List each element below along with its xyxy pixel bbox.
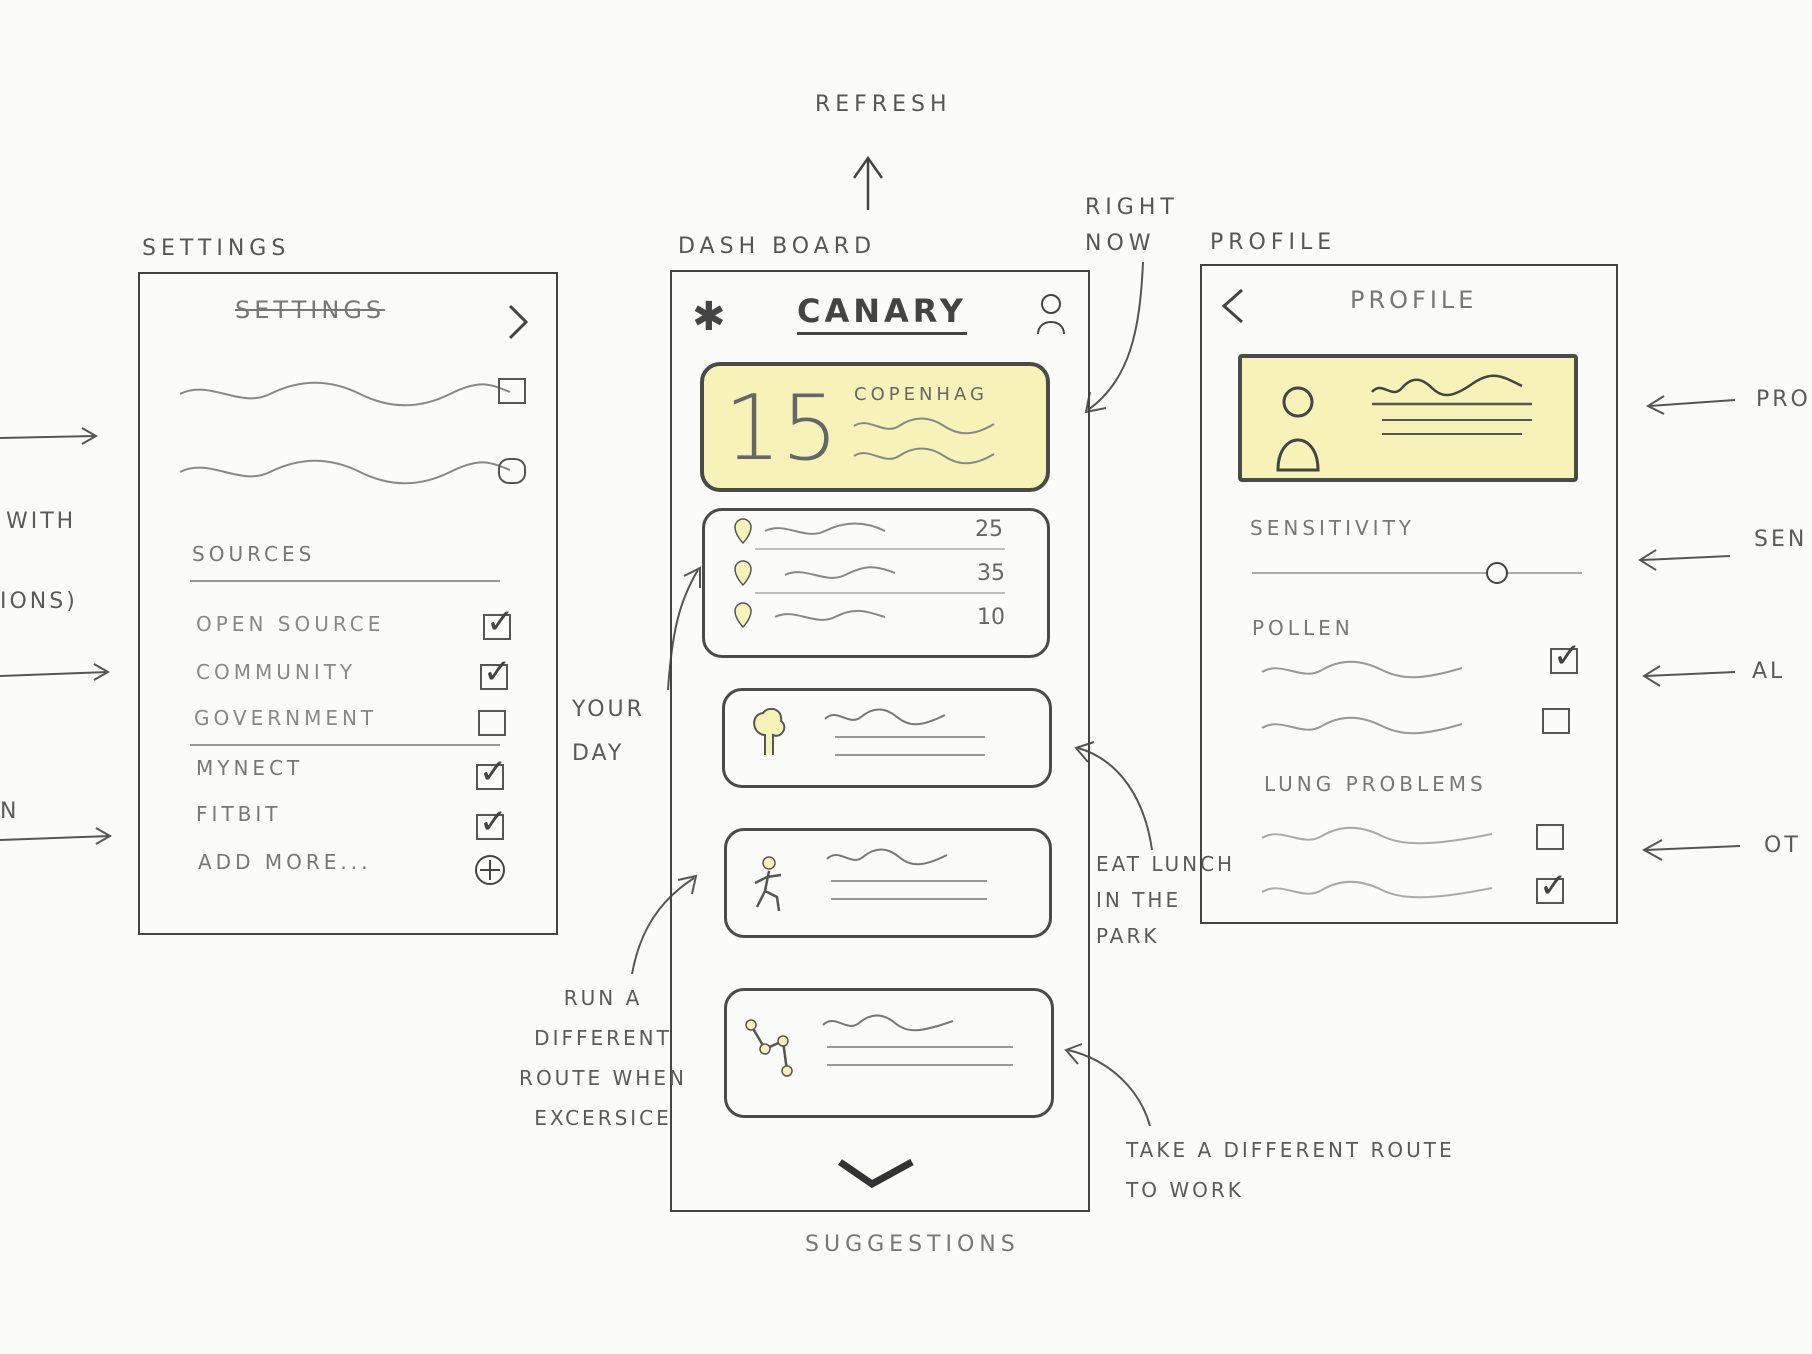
dashboard-screen-label: DASH BOARD	[678, 234, 877, 259]
avatar	[1276, 386, 1320, 472]
source-item-mynect: MYNECT	[196, 756, 304, 780]
right-note-3: AL	[1752, 659, 1786, 684]
lung-option-2-checkbox[interactable]	[1536, 866, 1568, 906]
location-1-value: 25	[975, 517, 1003, 542]
your-day-note: YOUR DAY	[572, 697, 645, 766]
source-item-community: COMMUNITY	[196, 660, 357, 684]
current-air-detail-text	[853, 417, 995, 465]
runner-icon	[754, 856, 782, 912]
asterisk-icon[interactable]: ✱	[692, 294, 726, 340]
source-item-fitbit: FITBIT	[196, 802, 282, 826]
eat-lunch-note: EAT LUNCH IN THE PARK	[1096, 852, 1236, 948]
locations-card[interactable]: 25 35 10	[702, 508, 1050, 658]
tree-icon	[753, 707, 786, 755]
person-icon[interactable]	[1034, 292, 1068, 336]
location-3-value: 10	[977, 605, 1005, 630]
route-icon	[745, 1019, 793, 1077]
sensitivity-slider-thumb[interactable]	[1486, 562, 1508, 584]
current-air-value: 15	[724, 376, 839, 481]
run-route-note: RUN A DIFFERENT ROUTE WHEN EXCERSICE	[519, 986, 687, 1130]
settings-screen-label: SETTINGS	[142, 236, 291, 261]
pollen-label: POLLEN	[1252, 616, 1354, 640]
lung-problems-label: LUNG PROBLEMS	[1264, 772, 1487, 796]
location-rows-decor	[734, 518, 1005, 629]
pollen-option-2-checkbox[interactable]	[1542, 708, 1570, 734]
source-mynect-checkbox[interactable]	[476, 752, 508, 792]
left-note-3: N	[0, 799, 20, 824]
back-arrow-icon[interactable]	[1216, 286, 1256, 326]
settings-option-2-text	[179, 459, 511, 485]
settings-option-1-text	[179, 381, 511, 407]
dashboard-screen: ✱ CANARY 15 COPENHAG	[670, 270, 1090, 1212]
suggestion-route-text	[822, 1014, 1013, 1066]
take-route-note: TAKE A DIFFERENT ROUTE TO WORK	[1126, 1138, 1455, 1202]
right-now-label: RIGHT NOW	[1085, 195, 1179, 256]
plus-circle-icon[interactable]	[470, 850, 510, 890]
source-item-open-source: OPEN SOURCE	[196, 612, 385, 636]
suggestion-card-route[interactable]	[724, 988, 1054, 1118]
location-2-value: 35	[977, 561, 1005, 586]
profile-card[interactable]	[1238, 354, 1578, 482]
current-city: COPENHAG	[854, 384, 988, 405]
lung-option-2-text	[1261, 880, 1493, 899]
sources-heading: SOURCES	[192, 542, 316, 566]
source-fitbit-checkbox[interactable]	[476, 802, 508, 842]
right-note-4: OT	[1764, 833, 1801, 858]
sensitivity-label: SENSITIVITY	[1250, 516, 1416, 540]
app-title: CANARY	[797, 292, 967, 335]
pollen-option-1-text	[1261, 660, 1463, 679]
suggestion-card-run[interactable]	[724, 828, 1052, 938]
add-more-label: ADD MORE...	[198, 850, 372, 874]
source-community-checkbox[interactable]	[480, 652, 512, 692]
settings-title: SETTINGS	[235, 296, 386, 324]
refresh-label: REFRESH	[815, 92, 952, 117]
pollen-option-1-checkbox[interactable]	[1550, 636, 1582, 676]
settings-option-2-toggle[interactable]	[498, 458, 526, 484]
profile-screen-label: PROFILE	[1210, 230, 1337, 255]
profile-card-text	[1371, 374, 1532, 435]
suggestion-card-park[interactable]	[722, 688, 1052, 788]
sources-divider	[190, 580, 500, 582]
profile-screen: PROFILE SENSITIVITY POLLEN LUNG PROBLEMS	[1200, 264, 1618, 924]
suggestions-label: SUGGESTIONS	[805, 1232, 1020, 1257]
left-note-1: WITH	[6, 509, 77, 534]
source-item-government: GOVERNMENT	[194, 706, 378, 730]
right-note-2: SEN	[1754, 527, 1808, 552]
settings-screen: SETTINGS SOURCES OPEN SOURCE COMMUNITY G…	[138, 272, 558, 935]
profile-title: PROFILE	[1350, 286, 1478, 314]
settings-option-1-checkbox[interactable]	[498, 378, 526, 404]
chevron-right-icon[interactable]	[502, 302, 542, 342]
pollen-option-2-text	[1261, 716, 1463, 735]
right-note-1: PRO	[1756, 387, 1811, 412]
lung-option-1-checkbox[interactable]	[1536, 824, 1564, 850]
sensitivity-slider-track[interactable]	[1252, 572, 1582, 574]
lung-option-1-text	[1261, 826, 1493, 845]
current-air-card[interactable]: 15 COPENHAG	[700, 362, 1050, 492]
source-government-checkbox[interactable]	[478, 710, 506, 736]
suggestion-park-text	[824, 708, 985, 756]
chevron-down-icon[interactable]	[832, 1154, 922, 1194]
suggestion-run-text	[826, 848, 987, 900]
left-note-2: IONS)	[0, 589, 78, 614]
sources-divider-2	[190, 744, 500, 746]
source-open-source-checkbox[interactable]	[483, 602, 515, 642]
